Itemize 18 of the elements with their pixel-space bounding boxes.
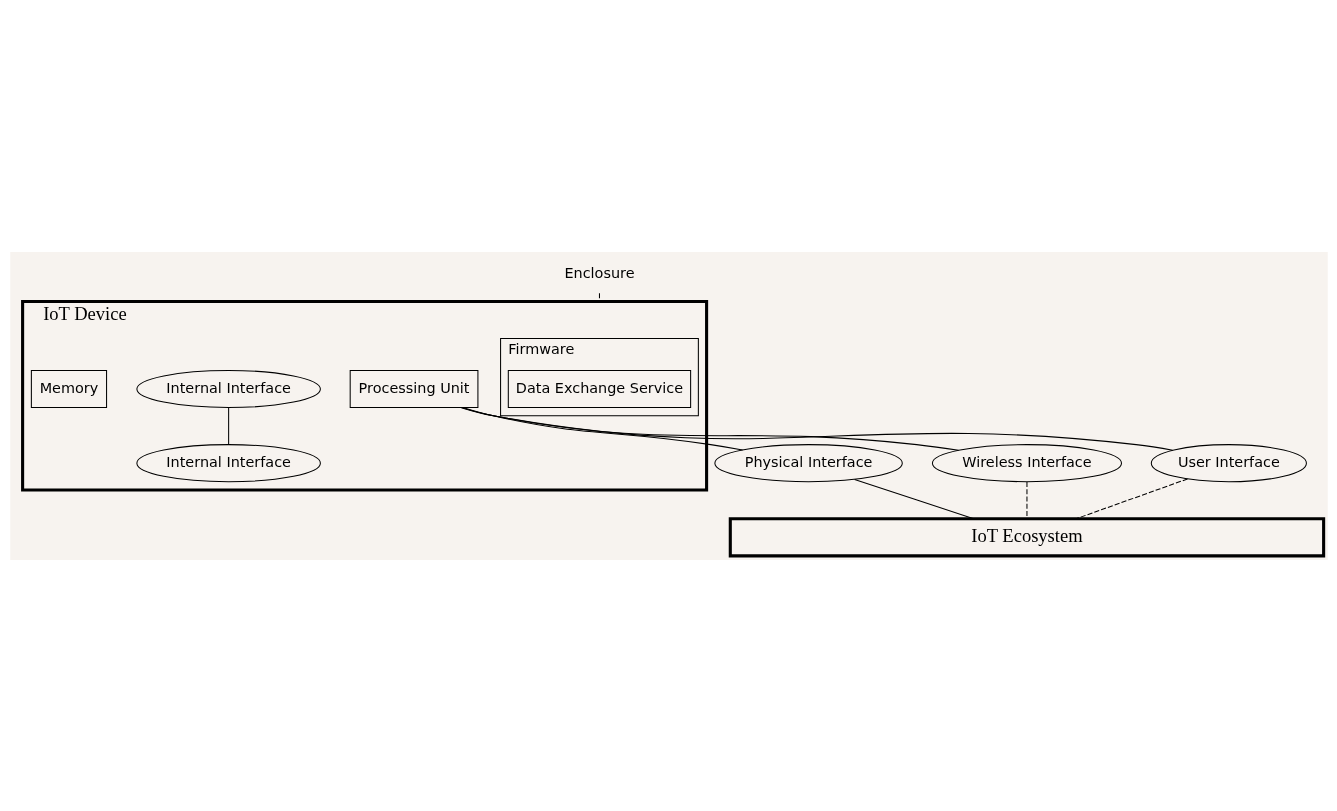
- node-text: Enclosure: [563, 264, 635, 281]
- node-box: IoT Ecosystem: [728, 516, 1325, 557]
- node-ellipse: Physical Interface: [713, 443, 903, 482]
- connector: [460, 406, 959, 451]
- node-ellipse: Wireless Interface: [931, 443, 1122, 482]
- node-ellipse: Internal Interface: [135, 443, 321, 482]
- node-box: Data Exchange Service: [507, 369, 691, 408]
- connector: [598, 292, 600, 302]
- connector: [1025, 481, 1027, 519]
- connector: [1075, 477, 1188, 519]
- connector: [853, 478, 974, 519]
- node-ellipse: Internal Interface: [135, 369, 321, 408]
- node-box: Memory: [30, 369, 107, 408]
- connector: [460, 406, 1173, 451]
- connector: [227, 406, 229, 445]
- node-box: Processing Unit: [349, 369, 478, 408]
- node-ellipse: User Interface: [1150, 443, 1307, 482]
- connector: [462, 406, 743, 450]
